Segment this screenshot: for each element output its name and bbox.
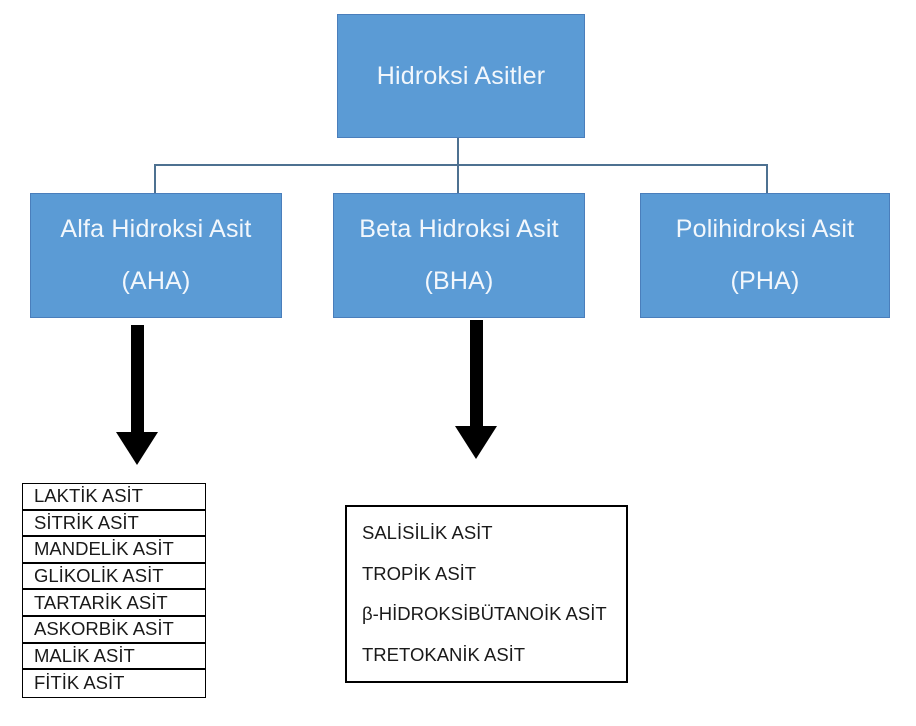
connector-left-stub (154, 164, 156, 194)
node-alfa-hidroksi-asit: Alfa Hidroksi Asit (AHA) (30, 193, 282, 318)
aha-acid-list: LAKTİK ASİT SİTRİK ASİT MANDELİK ASİT GL… (22, 483, 206, 698)
connector-horizontal-bar (154, 164, 768, 166)
list-item: ASKORBİK ASİT (23, 617, 205, 644)
list-item: LAKTİK ASİT (23, 484, 205, 511)
list-item: TARTARİK ASİT (23, 590, 205, 617)
list-item: MANDELİK ASİT (23, 537, 205, 564)
connector-right-stub (766, 164, 768, 194)
connector-root-vertical (457, 138, 459, 194)
down-arrow-icon (455, 320, 497, 459)
node-beta-hidroksi-asit: Beta Hidroksi Asit (BHA) (333, 193, 585, 318)
node-root-label: Hidroksi Asitler (376, 61, 546, 90)
node-pha-abbr: (PHA) (730, 267, 800, 295)
arrow-shaft (130, 325, 144, 432)
node-aha-name: Alfa Hidroksi Asit (60, 215, 252, 243)
list-item: β-HİDROKSİBÜTANOİK ASİT (362, 603, 607, 625)
node-hidroksi-asitler: Hidroksi Asitler (337, 14, 585, 138)
list-item: SİTRİK ASİT (23, 511, 205, 538)
down-arrow-icon (116, 325, 158, 465)
list-item: GLİKOLİK ASİT (23, 564, 205, 591)
list-item: TROPİK ASİT (362, 562, 477, 584)
node-bha-name: Beta Hidroksi Asit (359, 215, 559, 243)
list-item: SALİSİLİK ASİT (362, 522, 493, 544)
list-item: FİTİK ASİT (34, 672, 125, 694)
node-aha-abbr: (AHA) (121, 267, 191, 295)
node-bha-abbr: (BHA) (424, 267, 494, 295)
list-item: MALİK ASİT (23, 644, 205, 671)
list-item: TRETOKANİK ASİT (362, 643, 526, 665)
node-pha-name: Polihidroksi Asit (675, 215, 855, 243)
bha-acid-list: SALİSİLİK ASİT TROPİK ASİT β-HİDROKSİBÜT… (345, 505, 628, 683)
node-polihidroksi-asit: Polihidroksi Asit (PHA) (640, 193, 890, 318)
arrow-head (455, 426, 497, 459)
arrow-head (116, 432, 158, 465)
arrow-shaft (469, 320, 483, 426)
